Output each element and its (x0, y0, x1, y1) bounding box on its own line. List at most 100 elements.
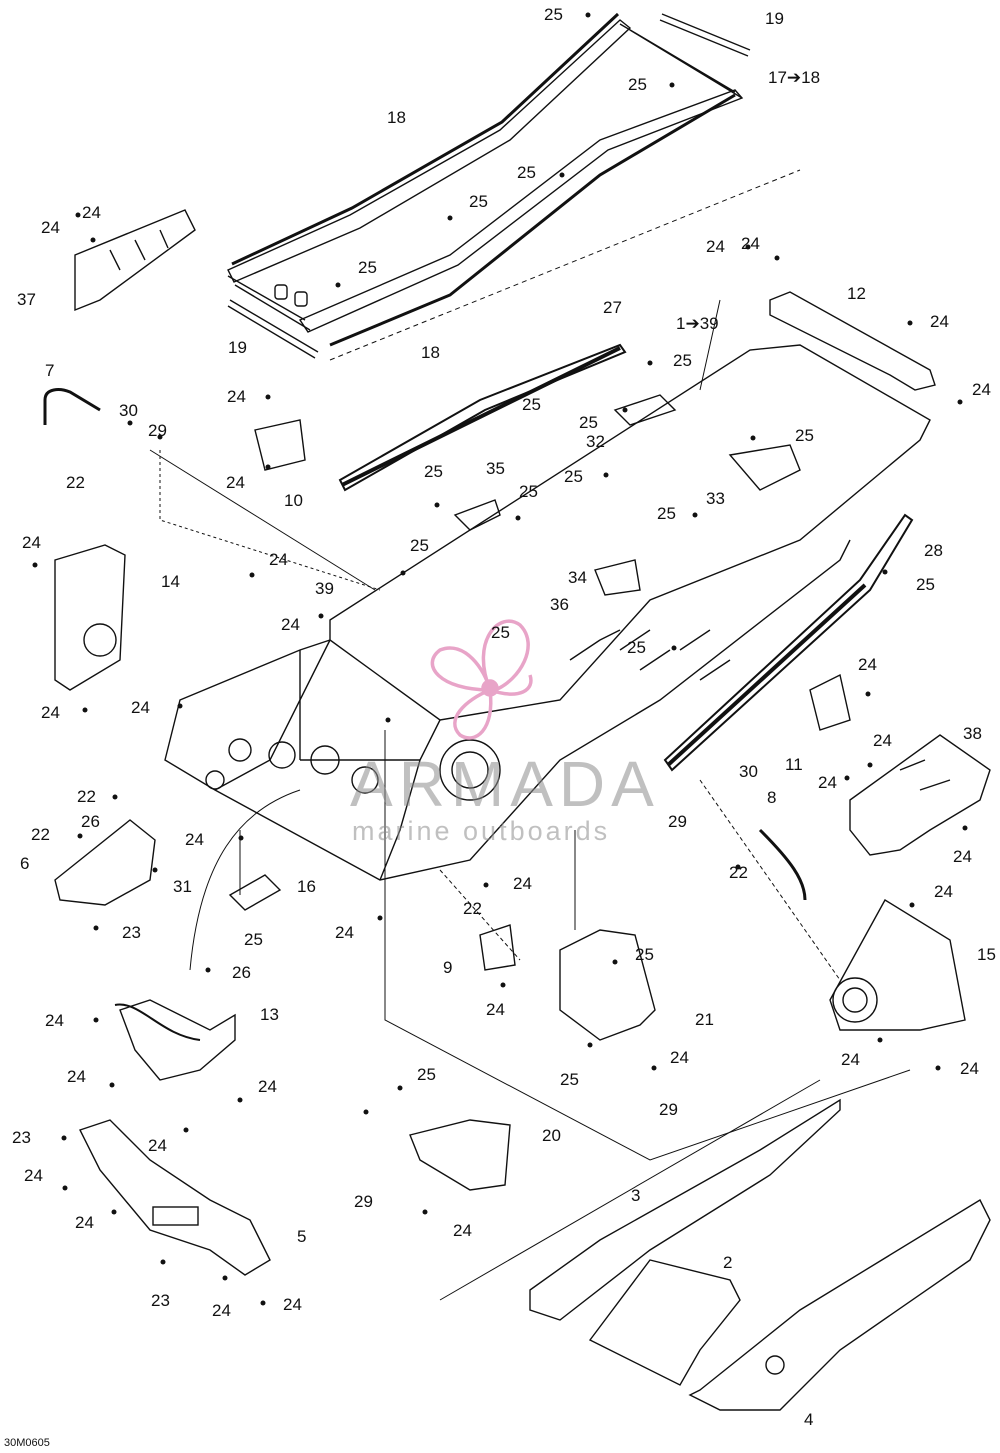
callout-24: 24 (706, 237, 725, 256)
callout-23: 23 (151, 1291, 170, 1310)
callout-7: 7 (45, 361, 55, 380)
callout-25: 25 (358, 258, 377, 277)
callout-25: 25 (517, 163, 536, 182)
callout-13: 13 (260, 1005, 279, 1024)
lower-frame-part (529, 1098, 991, 1411)
callout-5: 5 (297, 1227, 307, 1246)
callout-24: 24 (513, 874, 532, 893)
callout-35: 35 (486, 459, 505, 478)
callout-31: 31 (173, 877, 192, 896)
callout-22: 22 (729, 863, 748, 882)
callout-24: 24 (22, 533, 41, 552)
callout-15: 15 (977, 945, 996, 964)
callout-9: 9 (443, 958, 453, 977)
callout-24: 24 (858, 655, 877, 674)
callout-25: 25 (564, 467, 583, 486)
bracket-part (849, 734, 991, 856)
callout-25: 25 (627, 638, 646, 657)
callout-25: 25 (544, 5, 563, 24)
callout-19: 19 (765, 9, 784, 28)
callout-29: 29 (148, 421, 167, 440)
callout-24: 24 (283, 1295, 302, 1314)
callout-24: 24 (41, 218, 60, 237)
side-plate-part (54, 544, 966, 1031)
leader-lines (149, 299, 911, 1301)
callout-23: 23 (122, 923, 141, 942)
callout-26: 26 (232, 963, 251, 982)
callout-24: 24 (45, 1011, 64, 1030)
callout-25: 25 (410, 536, 429, 555)
callout-2: 2 (723, 1253, 733, 1272)
callout-26: 26 (81, 812, 100, 831)
callout-29: 29 (354, 1192, 373, 1211)
callout-3: 3 (631, 1186, 641, 1205)
callout-25: 25 (579, 413, 598, 432)
callout-25: 25 (519, 482, 538, 501)
callout-22: 22 (66, 473, 85, 492)
fastener-dots (32, 12, 968, 1306)
callout-18: 18 (421, 343, 440, 362)
callout-24: 24 (227, 387, 246, 406)
callout-34: 34 (568, 568, 587, 587)
drawing-reference-code: 30M0605 (4, 1437, 50, 1449)
callout-28: 28 (924, 541, 943, 560)
frame-part (79, 1119, 271, 1276)
slide-rail-part (663, 513, 914, 772)
callout-25: 25 (522, 395, 541, 414)
callout-24: 24 (486, 1000, 505, 1019)
callout-36: 36 (550, 595, 569, 614)
callout-24: 24 (335, 923, 354, 942)
callout-10: 10 (284, 491, 303, 510)
callout-25: 25 (244, 930, 263, 949)
callout-32: 32 (586, 432, 605, 451)
callout-25: 25 (417, 1065, 436, 1084)
callout-25: 25 (673, 351, 692, 370)
callout-25: 25 (657, 504, 676, 523)
callout-24: 24 (960, 1059, 979, 1078)
callout-25: 25 (491, 623, 510, 642)
callout-24: 24 (24, 1166, 43, 1185)
callout-24: 24 (269, 550, 288, 569)
bracket-part (74, 209, 196, 312)
callout-24: 24 (873, 731, 892, 750)
callout-12: 12 (847, 284, 866, 303)
callout-24: 24 (41, 703, 60, 722)
callout-18: 18 (387, 108, 406, 127)
callout-24: 24 (453, 1221, 472, 1240)
callout-24: 24 (281, 615, 300, 634)
callout-23: 23 (12, 1128, 31, 1147)
callout-25: 25 (635, 945, 654, 964)
callout-30: 30 (739, 762, 758, 781)
watermark-brand: ARMADA (350, 748, 660, 820)
callout-37: 37 (17, 290, 36, 309)
support-part (114, 999, 236, 1081)
callout-39: 39 (315, 579, 334, 598)
callout-24: 24 (212, 1301, 231, 1320)
callout-25: 25 (916, 575, 935, 594)
callout-24: 24 (67, 1067, 86, 1086)
callout-1-39: 1➔39 (676, 314, 719, 333)
callout-33: 33 (706, 489, 725, 508)
callout-24: 24 (953, 847, 972, 866)
callout-19: 19 (228, 338, 247, 357)
watermark-tagline: marine outboards (352, 816, 611, 846)
callout-22: 22 (463, 899, 482, 918)
callout-27: 27 (603, 298, 622, 317)
callout-25: 25 (628, 75, 647, 94)
callout-20: 20 (542, 1126, 561, 1145)
callout-25: 25 (795, 426, 814, 445)
callout-29: 29 (668, 812, 687, 831)
callout-24: 24 (148, 1136, 167, 1155)
crossmember-part (769, 291, 936, 391)
callout-14: 14 (161, 572, 180, 591)
callout-30: 30 (119, 401, 138, 420)
tunnel-body (164, 169, 931, 881)
callout-24: 24 (741, 234, 760, 253)
handle-part (43, 388, 807, 901)
callout-24: 24 (258, 1077, 277, 1096)
callout-25: 25 (469, 192, 488, 211)
callout-22: 22 (31, 825, 50, 844)
callout-24: 24 (841, 1050, 860, 1069)
